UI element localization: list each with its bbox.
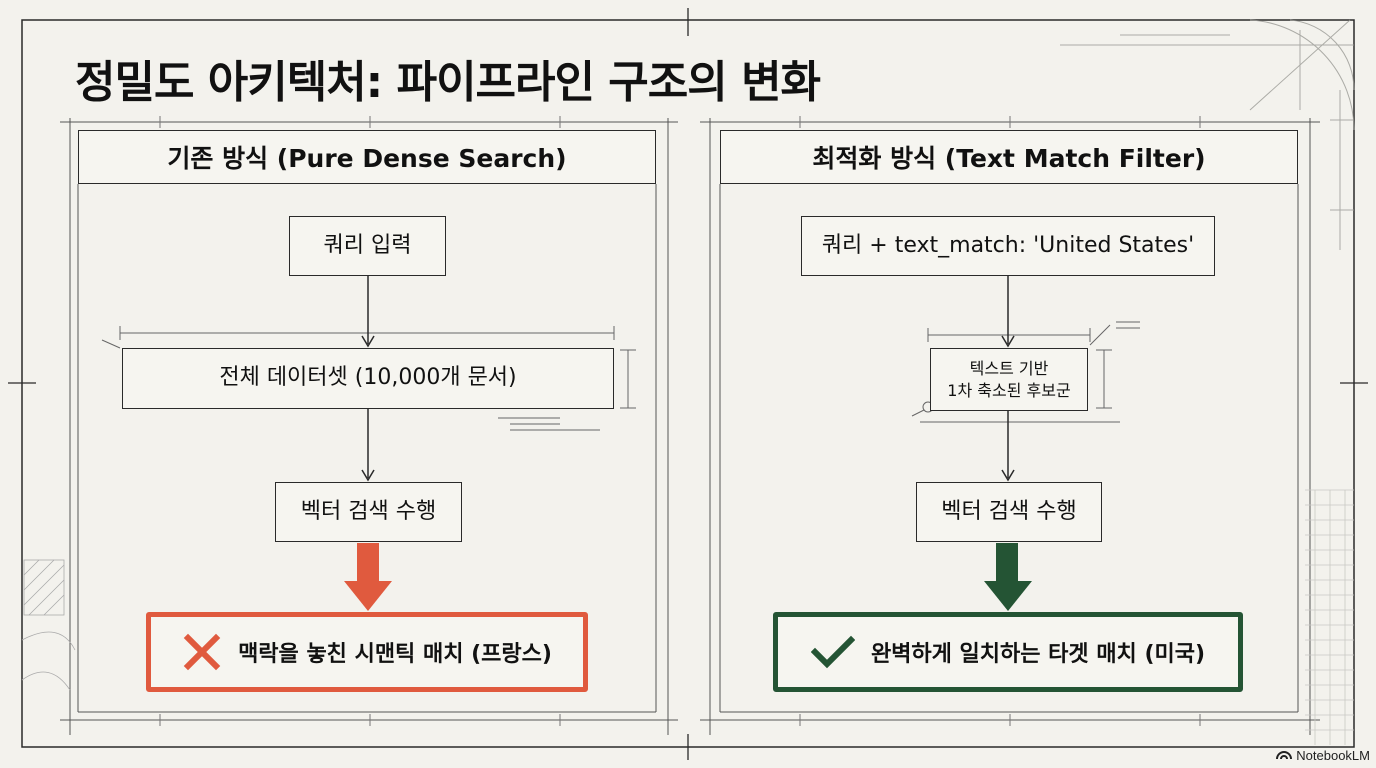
left-panel-header: 기존 방식 (Pure Dense Search) [78, 130, 656, 184]
left-result-label: 맥락을 놓친 시맨틱 매치 (프랑스) [238, 642, 552, 667]
left-step-full-dataset-label: 전체 데이터셋 (10,000개 문서) [219, 365, 517, 391]
left-step-vector-search: 벡터 검색 수행 [275, 482, 462, 542]
right-panel-header: 최적화 방식 (Text Match Filter) [720, 130, 1298, 184]
left-result-semantic-match: 맥락을 놓친 시맨틱 매치 (프랑스) [146, 612, 588, 692]
notebooklm-logo-icon [1276, 748, 1293, 763]
right-step-query-text-match: 쿼리 + text_match: 'United States' [801, 216, 1215, 276]
right-result-target-match: 완벽하게 일치하는 타겟 매치 (미국) [773, 612, 1243, 692]
right-step-text-filtered-candidates: 텍스트 기반 1차 축소된 후보군 [930, 348, 1088, 411]
cross-icon [182, 632, 222, 672]
brand-watermark: NotebookLM [1276, 748, 1370, 763]
right-step2-line2: 1차 축소된 후보군 [947, 380, 1071, 400]
check-icon [810, 634, 855, 670]
brand-label: NotebookLM [1296, 748, 1370, 763]
right-step-vector-search: 벡터 검색 수행 [916, 482, 1102, 542]
page-title: 정밀도 아키텍처: 파이프라인 구조의 변화 [75, 57, 821, 108]
right-step2-line1: 텍스트 기반 [969, 358, 1049, 378]
left-step-query-input: 쿼리 입력 [289, 216, 446, 276]
left-step-full-dataset: 전체 데이터셋 (10,000개 문서) [122, 348, 614, 409]
right-result-label: 완벽하게 일치하는 타겟 매치 (미국) [870, 642, 1206, 667]
good-result-arrow [984, 543, 1032, 611]
bad-result-arrow [344, 543, 392, 611]
